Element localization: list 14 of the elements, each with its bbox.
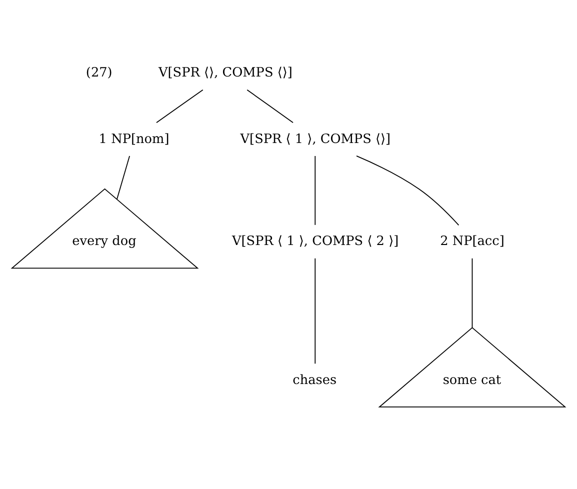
connector <box>314 155 316 225</box>
node-text: chases <box>292 372 337 388</box>
connector <box>116 155 130 200</box>
connector <box>246 88 294 123</box>
node-text: 1 NP[nom] <box>98 131 170 146</box>
connector <box>156 88 204 123</box>
node-text: V[SPR ⟨ 1 ⟩, COMPS ⟨⟩] <box>240 131 391 146</box>
connector <box>472 257 473 328</box>
node-text: V[SPR ⟨ 1 ⟩, COMPS ⟨ 2 ⟩] <box>232 234 399 249</box>
node-text: 2 NP[acc] <box>440 234 504 249</box>
label: (27) <box>86 65 112 80</box>
node-text: V[SPR ⟨⟩, COMPS ⟨⟩] <box>158 65 292 80</box>
connector <box>314 257 316 364</box>
connector <box>356 154 460 226</box>
